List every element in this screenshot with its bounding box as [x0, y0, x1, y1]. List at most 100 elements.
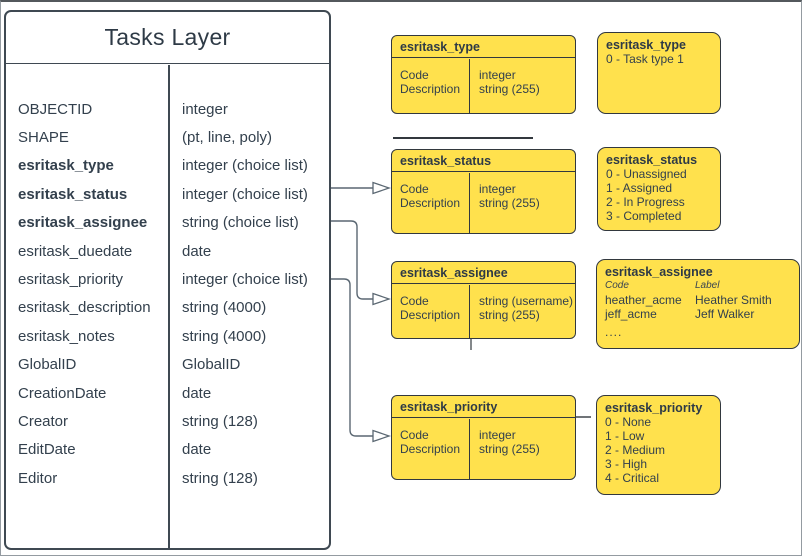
schema-box-esritask-type: esritask_type Code Description integer s… — [391, 35, 576, 114]
schema-row-type: string (255) — [479, 441, 540, 456]
tasks-layer-table: Tasks Layer OBJECTID integer SHAPE (pt, li… — [4, 10, 331, 550]
tasks-layer-title: Tasks Layer — [6, 12, 329, 64]
schema-box-esritask-assignee: esritask_assignee Code Description strin… — [391, 261, 576, 339]
schema-row-type: string (255) — [479, 195, 540, 210]
schema-row-label: Code — [400, 67, 429, 82]
table-row: esritask_notes string (4000) — [6, 322, 329, 350]
column-header-label: Label — [695, 280, 720, 291]
field-name: GlobalID — [18, 356, 77, 374]
field-type: date — [182, 242, 212, 260]
column-header-code: Code — [605, 280, 629, 291]
field-name: EditDate — [18, 441, 76, 459]
schema-box-esritask-priority: esritask_priority Code Description integ… — [391, 395, 576, 480]
value-box-title: esritask_status — [606, 153, 698, 167]
field-type: GlobalID — [182, 356, 241, 374]
table-row: OBJECTID integer — [6, 95, 329, 123]
field-name: esritask_assignee — [18, 214, 148, 232]
table-row: CreationDate date — [6, 379, 329, 407]
field-type: string (4000) — [182, 327, 267, 345]
value-item: 4 - Critical — [605, 471, 660, 485]
tasks-layer-field-list: OBJECTID integer SHAPE (pt, line, poly) es… — [6, 95, 329, 492]
field-type: string (choice list) — [182, 214, 299, 232]
value-box-title: esritask_priority — [605, 401, 703, 415]
schema-row-type: integer — [479, 181, 516, 196]
value-box-esritask-priority: esritask_priority 0 - None 1 - Low 2 - M… — [596, 395, 721, 495]
schema-row-type: string (username) — [479, 293, 574, 308]
schema-row-label: Description — [400, 81, 461, 96]
open-arrow-icon — [372, 292, 391, 306]
value-box-title: esritask_assignee — [605, 265, 713, 279]
assignee-code: heather_acme — [605, 293, 682, 307]
connector-priority-line — [331, 278, 373, 437]
field-type: integer (choice list) — [182, 157, 308, 175]
connector-assignee-line — [331, 220, 373, 300]
field-name: Editor — [18, 469, 58, 487]
table-row: esritask_duedate date — [6, 237, 329, 265]
assignee-label: Jeff Walker — [695, 307, 755, 321]
field-type: string (4000) — [182, 299, 267, 317]
schema-row-label: Description — [400, 195, 461, 210]
table-row: GlobalID GlobalID — [6, 351, 329, 379]
table-row: Creator string (128) — [6, 407, 329, 435]
field-type: date — [182, 384, 212, 402]
value-item: 2 - In Progress — [606, 195, 685, 209]
schema-row-label: Description — [400, 307, 461, 322]
table-row: esritask_priority integer (choice list) — [6, 265, 329, 293]
table-row: EditDate date — [6, 436, 329, 464]
value-box-title: esritask_type — [606, 38, 686, 52]
field-type: (pt, line, poly) — [182, 129, 273, 147]
field-name: OBJECTID — [18, 100, 93, 118]
more-values-ellipsis: .... — [605, 325, 623, 339]
assignee-code: jeff_acme — [605, 307, 657, 321]
field-type: date — [182, 441, 212, 459]
field-type: string (128) — [182, 412, 258, 430]
schema-row-type: integer — [479, 67, 516, 82]
value-item: 1 - Assigned — [606, 181, 673, 195]
open-arrow-icon — [372, 181, 391, 195]
open-arrow-icon — [372, 429, 391, 443]
value-box-esritask-assignee: esritask_assignee Code Label heather_acm… — [596, 259, 800, 349]
schema-row-label: Code — [400, 293, 429, 308]
schema-box-title: esritask_status — [392, 150, 575, 172]
schema-row-type: string (255) — [479, 81, 540, 96]
value-box-esritask-type: esritask_type 0 - Task type 1 — [597, 32, 721, 114]
schema-row-label: Description — [400, 441, 461, 456]
table-row: Editor string (128) — [6, 464, 329, 492]
value-box-esritask-status: esritask_status 0 - Unassigned 1 - Assig… — [597, 147, 721, 231]
assignee-label: Heather Smith — [695, 293, 772, 307]
value-item: 0 - None — [605, 415, 652, 429]
value-item: 0 - Task type 1 — [606, 52, 684, 66]
field-name: esritask_status — [18, 185, 128, 203]
field-name: esritask_description — [18, 299, 151, 317]
value-item: 3 - High — [605, 457, 648, 471]
field-type: integer — [182, 100, 228, 118]
field-name: Creator — [18, 412, 69, 430]
schema-box-title: esritask_type — [392, 36, 575, 58]
schema-box-title: esritask_assignee — [392, 262, 575, 284]
value-item: 0 - Unassigned — [606, 167, 687, 181]
field-type: integer (choice list) — [182, 271, 308, 289]
field-name: SHAPE — [18, 129, 69, 147]
table-row: esritask_type integer (choice list) — [6, 152, 329, 180]
schema-box-esritask-status: esritask_status Code Description integer… — [391, 149, 576, 234]
field-name: esritask_type — [18, 157, 114, 175]
table-row: esritask_description string (4000) — [6, 294, 329, 322]
field-name: esritask_notes — [18, 327, 115, 345]
schema-row-label: Code — [400, 427, 429, 442]
table-row: SHAPE (pt, line, poly) — [6, 123, 329, 151]
field-name: CreationDate — [18, 384, 107, 402]
schema-row-type: integer — [479, 427, 516, 442]
table-column-divider — [168, 64, 170, 548]
field-name: esritask_duedate — [18, 242, 133, 260]
value-item: 2 - Medium — [605, 443, 666, 457]
schema-row-type: string (255) — [479, 307, 540, 322]
table-row: esritask_assignee string (choice list) — [6, 209, 329, 237]
value-item: 3 - Completed — [606, 209, 682, 223]
schema-row-label: Code — [400, 181, 429, 196]
value-item: 1 - Low — [605, 429, 645, 443]
field-type: string (128) — [182, 469, 258, 487]
field-name: esritask_priority — [18, 271, 124, 289]
schema-box-title: esritask_priority — [392, 396, 575, 418]
